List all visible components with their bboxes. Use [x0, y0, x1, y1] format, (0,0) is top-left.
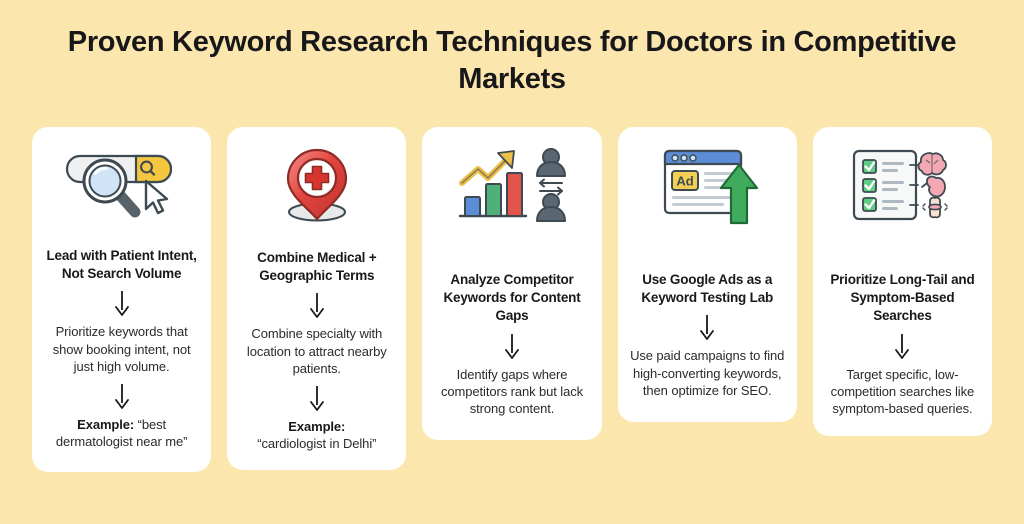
card-2-example-text: “cardiologist in Delhi” [257, 436, 377, 452]
technique-card-5[interactable]: Prioritize Long-Tail and Symptom-Based S… [812, 127, 993, 436]
card-2-heading: Combine Medical + Geographic Terms [257, 250, 377, 284]
card-3-heading: Analyze Competitor Keywords for Content … [443, 272, 581, 324]
card-1-heading: Lead with Patient Intent, Not Search Vol… [46, 248, 197, 282]
card-3-arrow-1 [503, 333, 521, 359]
card-2-body: Combine specialty with location to attra… [246, 326, 387, 377]
card-1-arrow-2 [113, 383, 131, 409]
technique-card-3[interactable]: Analyze Competitor Keywords for Content … [422, 127, 602, 440]
card-1-body: Prioritize keywords that show booking in… [52, 324, 191, 375]
card-1-example-label: Example: [77, 416, 135, 432]
card-4-body: Use paid campaigns to find high-converti… [630, 348, 785, 399]
card-1-example-text: “best dermatologist near me” [55, 416, 188, 450]
bar-chart-growth-competitors-icon [452, 143, 572, 227]
card-1-arrow-1 [113, 290, 131, 317]
browser-ad-green-arrow-icon: Ad [647, 143, 767, 227]
page-title: Proven Keyword Research Techniques for D… [67, 26, 957, 96]
card-4-heading: Use Google Ads as a Keyword Testing Lab [641, 272, 774, 306]
card-5-body: Target specific, low-competition searche… [830, 366, 975, 417]
technique-card-2[interactable]: Combine Medical + Geographic Terms Combi… [227, 127, 407, 471]
card-2-arrow-1 [308, 292, 326, 319]
card-5-heading: Prioritize Long-Tail and Symptom-Based S… [830, 272, 975, 324]
ad-badge-text: Ad [677, 174, 694, 189]
card-4-arrow-1 [698, 314, 716, 341]
medical-location-pin-icon [257, 143, 377, 227]
search-bar-magnifier-icon [62, 143, 182, 227]
card-2-arrow-2 [308, 385, 326, 411]
card-2-example-label: Example: [288, 418, 346, 434]
technique-card-4[interactable]: Ad Use Google Ads as a Keyword Testing L… [617, 127, 797, 422]
card-5-arrow-1 [893, 333, 911, 359]
card-2-example: Example: “cardiologist in Delhi” [257, 418, 376, 453]
card-1-example: Example: “best dermatologist near me” [42, 416, 201, 451]
technique-card-row: Lead with Patient Intent, Not Search Vol… [32, 127, 993, 473]
technique-card-1[interactable]: Lead with Patient Intent, Not Search Vol… [32, 127, 212, 473]
symptom-checklist-organs-icon [842, 143, 962, 227]
card-3-body: Identify gaps where competitors rank but… [441, 366, 584, 417]
